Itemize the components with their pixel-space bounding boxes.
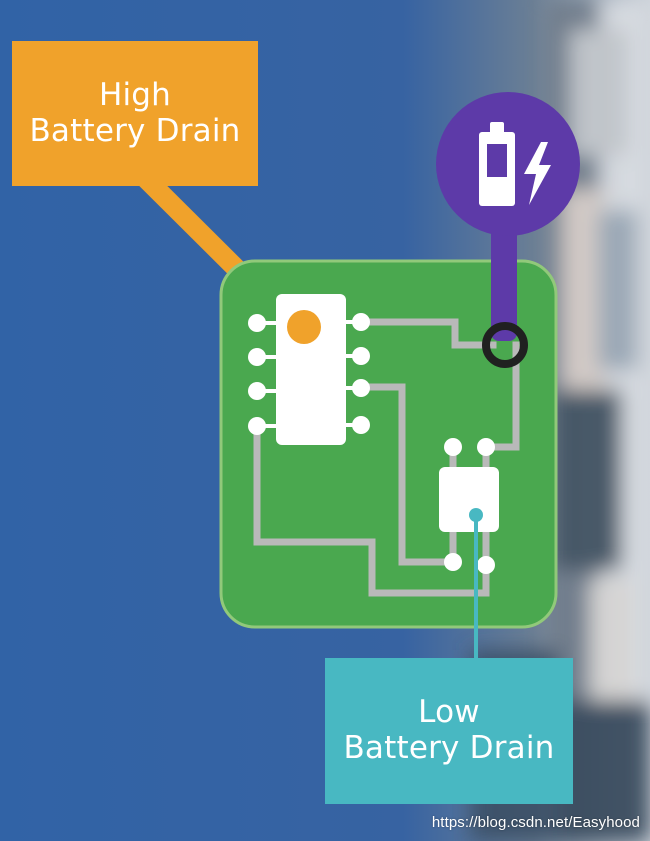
high-drain-marker bbox=[287, 310, 321, 344]
high-callout-line-1: High bbox=[99, 78, 171, 114]
low-callout-line-2: Battery Drain bbox=[343, 731, 554, 767]
low-drain-chip-body bbox=[439, 467, 499, 532]
low-callout-line-1: Low bbox=[418, 695, 480, 731]
watermark-text: https://blog.csdn.net/Easyhood bbox=[432, 814, 640, 831]
high-battery-drain-callout: High Battery Drain bbox=[12, 41, 258, 186]
high-callout-line-2: Battery Drain bbox=[29, 114, 240, 150]
low-battery-drain-callout: Low Battery Drain bbox=[325, 658, 573, 804]
